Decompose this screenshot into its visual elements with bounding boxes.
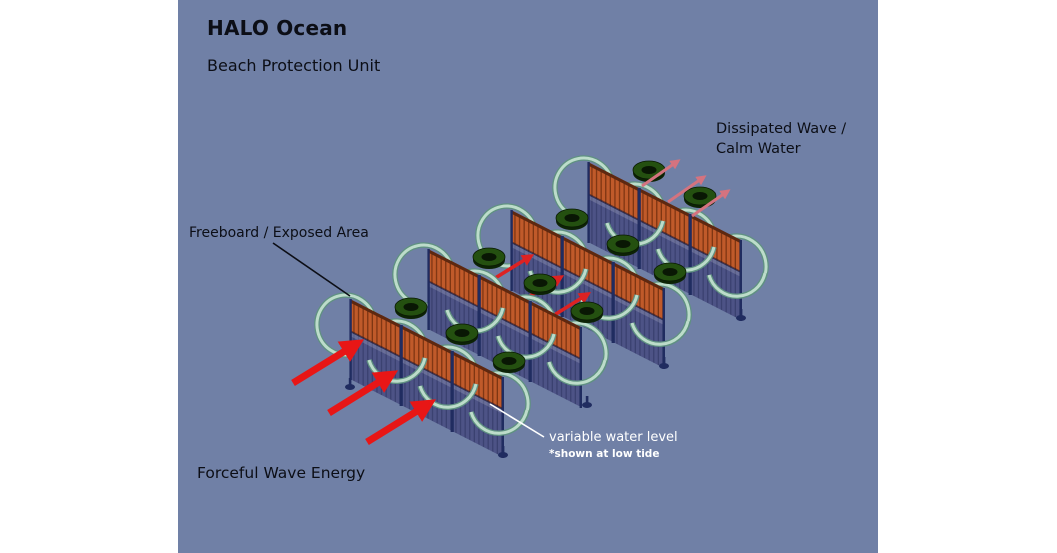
buoy-disc bbox=[445, 323, 479, 346]
label-water-level: variable water level *shown at low tide bbox=[549, 430, 678, 460]
buoy-disc bbox=[683, 186, 717, 209]
diagram-stage: HALO Ocean Beach Protection Unit Dissipa… bbox=[178, 0, 878, 553]
label-freeboard: Freeboard / Exposed Area bbox=[189, 225, 369, 241]
label-forceful-wave: Forceful Wave Energy bbox=[197, 464, 366, 482]
dissipated-wave-arrows bbox=[641, 159, 731, 218]
water-level-leader-line bbox=[489, 403, 545, 438]
buoy-disc bbox=[606, 234, 640, 257]
buoy-disc bbox=[523, 273, 557, 296]
buoy-disc bbox=[555, 208, 589, 231]
barrier-illustration bbox=[272, 0, 878, 458]
buoy-disc bbox=[492, 351, 526, 374]
diagram-title: HALO Ocean bbox=[207, 16, 348, 40]
freeboard-leader-line bbox=[272, 242, 351, 297]
buoy-disc bbox=[472, 247, 506, 270]
anchor-foot bbox=[582, 396, 592, 408]
forceful-wave-arrows bbox=[291, 339, 437, 445]
buoy-disc bbox=[570, 301, 604, 324]
buoy-disc bbox=[653, 262, 687, 285]
barrier-panel bbox=[349, 299, 402, 406]
label-dissipated-wave: Dissipated Wave / Calm Water bbox=[716, 121, 847, 157]
buoy-disc bbox=[394, 297, 428, 320]
diagram-subtitle: Beach Protection Unit bbox=[207, 56, 381, 75]
buoy-disc bbox=[632, 160, 666, 183]
